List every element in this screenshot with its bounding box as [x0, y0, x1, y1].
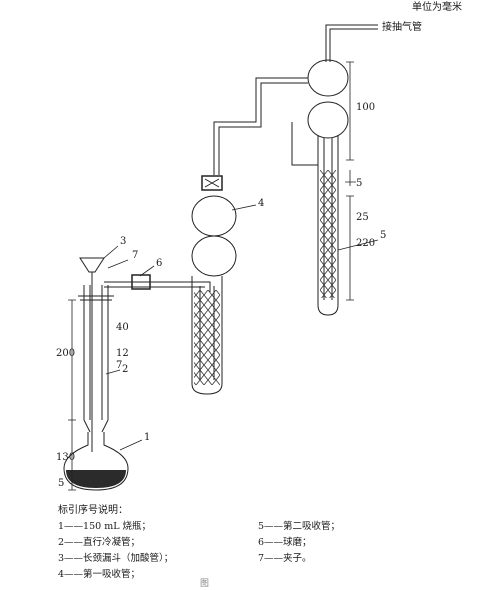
condenser	[78, 285, 114, 433]
callout-6: 6	[156, 258, 162, 269]
figure-caption: 图	[200, 579, 210, 589]
dimension-lines	[68, 61, 356, 491]
dim-7: 7	[116, 360, 122, 371]
callout-2: 2	[122, 364, 128, 375]
legend-item-5: 5——第二吸收管；	[258, 521, 341, 532]
side-arm	[104, 274, 211, 292]
unit-note: 单位为毫米	[412, 2, 462, 13]
dim-200: 200	[56, 348, 75, 359]
connecting-tube	[213, 77, 318, 175]
legend-item-3: 3——长颈漏斗（加酸管）；	[58, 553, 174, 564]
dim-5-bottom: 5	[58, 478, 64, 489]
dim-130: 130	[56, 452, 75, 463]
legend-item-4: 4——第一吸收管；	[58, 569, 141, 580]
legend-item-1: 1——150 mL 烧瓶；	[58, 521, 152, 532]
second-absorber	[307, 59, 349, 316]
dim-5: 5	[356, 178, 362, 189]
outlet-tube	[325, 24, 378, 62]
dim-220: 220	[356, 238, 375, 249]
callout-4: 4	[258, 198, 264, 209]
funnel	[79, 257, 105, 452]
callout-3: 3	[120, 236, 126, 247]
callout-5: 5	[380, 230, 386, 241]
first-absorber	[191, 195, 237, 395]
callout-7: 7	[132, 250, 138, 261]
leader-lines	[103, 204, 379, 451]
dim-40: 40	[116, 322, 129, 333]
callout-1: 1	[144, 432, 150, 443]
flask	[63, 432, 129, 491]
outlet-label: 接抽气管	[382, 20, 422, 33]
dim-100: 100	[356, 102, 375, 113]
legend-item-6: 6——球磨；	[258, 537, 312, 548]
dim-12: 12	[116, 348, 129, 359]
legend-item-7: 7——夹子。	[258, 553, 312, 564]
legend-title: 标引序号说明：	[58, 505, 128, 516]
dim-25: 25	[356, 212, 369, 223]
clamp	[201, 175, 223, 191]
legend-item-2: 2——直行冷凝管；	[58, 537, 141, 548]
